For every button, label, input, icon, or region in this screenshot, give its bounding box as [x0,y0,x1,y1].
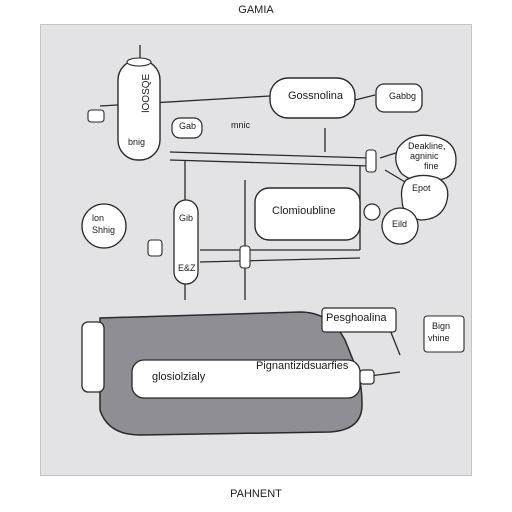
epot-label: Epot [412,183,431,193]
clomioubline-cylinder [254,187,361,241]
deakline-label-3: fine [424,161,439,171]
cylinder-vertical-label: lOOSQE [141,73,153,113]
gabbg-label: Gabbg [389,91,417,101]
bign-label-1: Bign [432,321,451,331]
connector-to-gabbg [354,94,376,101]
pipe-ring [365,149,377,173]
glosiolzialy-label: glosiolzialy [152,371,206,383]
left-circle-label-2: Shhig [92,225,116,235]
clomioubline-connector [363,203,381,221]
connector-bign [389,329,401,356]
connector-left-main-b [169,159,371,167]
cylinder-top-cap [126,57,152,67]
valve-bottom-label: E&Z [178,263,196,273]
deakline-label-1: Deakline, [408,141,446,151]
pipe-ring [87,109,105,123]
tank-left-flange [81,321,105,393]
gauge-gab-label: Gab [179,121,197,131]
cylinder-bottom-label: bnig [128,137,146,147]
diagram-title: GAMIA [238,4,274,16]
valve-vertical [173,199,199,285]
clomioubline-label: Clomioubline [272,205,336,217]
gossnolina-cylinder [269,77,356,119]
eild-label: Eild [392,219,408,229]
bign-box [423,315,465,353]
deakline-blob [395,134,457,183]
peshoalina-label: Pesghoalina [326,312,387,324]
connector-tank-nozzle [369,371,401,377]
left-circle [81,203,127,249]
diagram-caption: PAHNENT [230,488,282,500]
valve-top-label: Gib [179,213,194,223]
pipe-ring [147,239,163,257]
pipe-ring [239,245,251,269]
connector-left-main [169,151,371,159]
gauge-mnic-label: mnic [231,120,251,130]
eild-circle [381,207,419,245]
connector-mid-horizontal-b [199,257,361,263]
bign-label-2: vhine [428,333,450,343]
epot-blob [400,174,449,221]
deakline-label-2: agninic [410,151,439,161]
peshoalina-box [321,307,397,333]
gabbg-box [375,83,423,113]
gossnolina-label: Gossnolina [288,90,344,102]
tank-nozzle [359,369,375,385]
left-circle-label-1: lon [92,213,105,223]
pignantizidsuarfies-label: Pignantizidsuarfies [256,360,349,372]
gauge-box-gab [171,117,203,139]
